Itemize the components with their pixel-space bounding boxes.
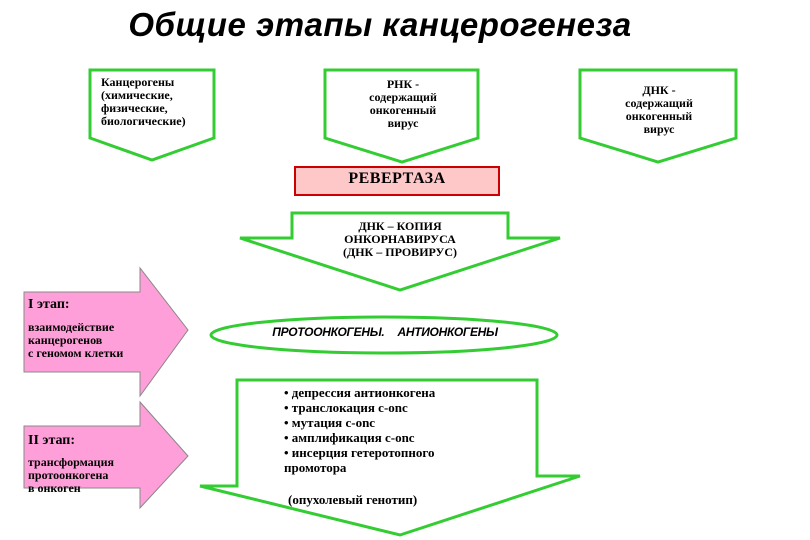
protooncogenes-label: ПРОТООНКОГЕНЫ. АНТИОНКОГЕНЫ — [272, 325, 498, 339]
revertase-label: РЕВЕРТАЗА — [348, 170, 446, 187]
mechanisms-list: • депрессия антионкогена • транслокация … — [284, 385, 524, 475]
arrow-dna-virus — [578, 68, 738, 164]
mechanism-item: • транслокация с-onc — [284, 400, 408, 415]
dna-virus-label: ДНК - содержащий онкогенный вирус — [625, 83, 693, 136]
mechanism-item: • амплификация c-onc — [284, 430, 415, 445]
stage1-text: взаимодействие канцерогенов с геномом кл… — [28, 320, 124, 360]
revertase-box — [294, 166, 500, 196]
arrow-dna-copy — [239, 211, 561, 292]
rna-virus-label: РНК - содержащий онкогенный вирус — [369, 77, 437, 130]
mechanism-item: • инсерция гетеротопного промотора — [284, 445, 435, 475]
page-title: Общие этапы канцерогенеза — [128, 6, 632, 43]
stage1-title: I этап: — [28, 297, 70, 312]
mechanism-item: • мутация c-onc — [284, 415, 376, 430]
stage2-text: трансформация протоонкогена в онкоген — [28, 455, 115, 495]
genotype-label: (опухолевый генотип) — [288, 492, 418, 507]
protooncogenes-ellipse — [209, 315, 559, 355]
arrow-stage1 — [23, 266, 189, 398]
arrow-stage2 — [23, 400, 189, 510]
carcinogens-label: Канцерогены (химические, физические, био… — [101, 75, 186, 128]
mechanism-item: • депрессия антионкогена — [284, 385, 436, 400]
arrow-mechanisms — [199, 378, 581, 537]
arrow-carcinogens — [88, 68, 216, 162]
dna-copy-label: ДНК – КОПИЯ ОНКОРНАВИРУСА (ДНК – ПРОВИРУ… — [342, 219, 458, 259]
arrow-rna-virus — [323, 68, 480, 164]
stage2-title: II этап: — [28, 433, 76, 448]
